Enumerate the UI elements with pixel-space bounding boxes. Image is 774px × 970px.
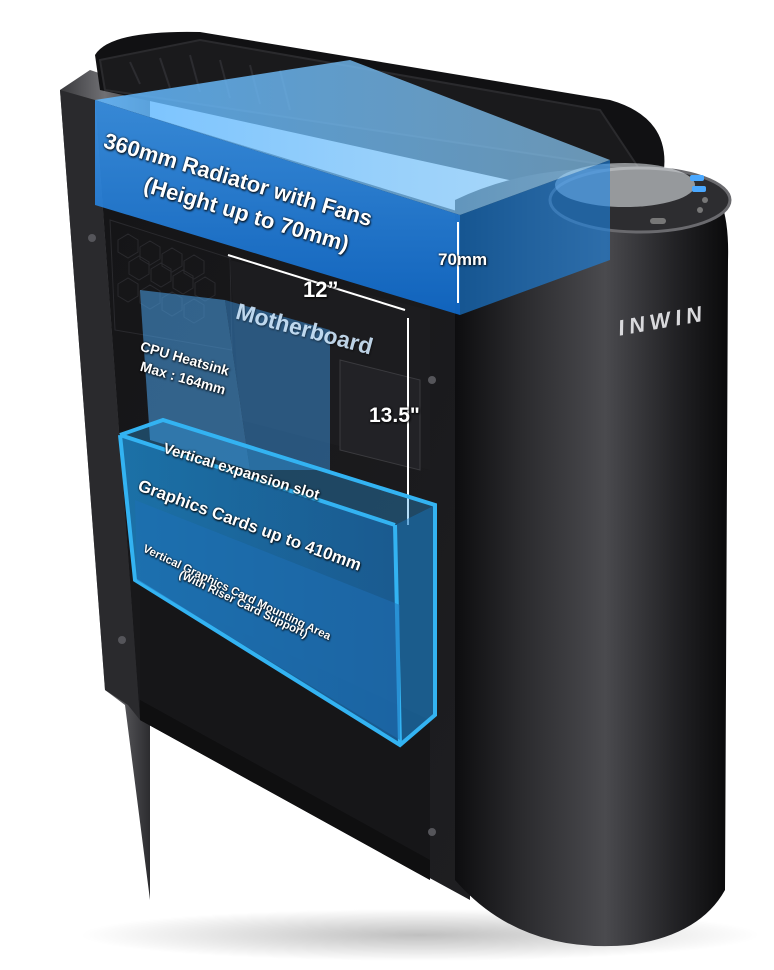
cpu-heatsink-block	[140, 290, 250, 470]
psu-shroud-edge	[140, 700, 430, 880]
motherboard-width-label: 12”	[303, 277, 339, 302]
radiator-side-face	[460, 160, 610, 315]
radiator-top-face	[95, 60, 610, 215]
motherboard-height-label: 13.5"	[369, 404, 420, 427]
radiator-front-face	[95, 100, 460, 315]
case-cylinder	[455, 168, 729, 947]
case-frame-edge	[60, 90, 140, 720]
thumb-screws	[88, 234, 436, 836]
gpu-box-top	[120, 420, 435, 525]
radiator-height-label: 70mm	[438, 250, 488, 269]
cpu-heatsink-side	[225, 300, 330, 470]
vertical-gpu-area	[135, 500, 400, 740]
motherboard-cutout	[339, 359, 421, 471]
gpu-box-side	[395, 505, 435, 745]
gpu-box-outline	[118, 417, 437, 748]
psu-shroud	[140, 585, 430, 880]
motherboard-width-line	[227, 254, 406, 311]
front-io-ports	[650, 175, 708, 224]
gpu-box-edge-top	[119, 433, 396, 527]
